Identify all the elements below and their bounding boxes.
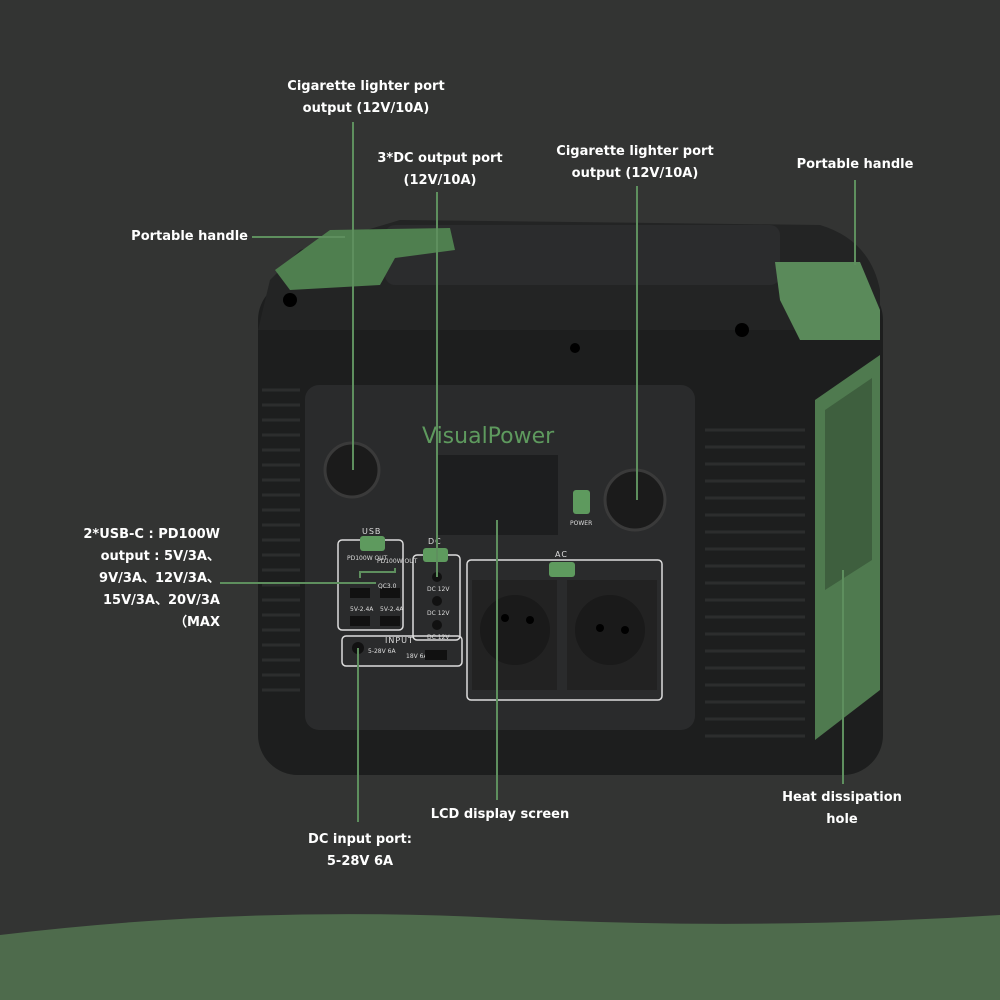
- svg-text:PD100W OUT: PD100W OUT: [377, 558, 418, 565]
- svg-text:5-28V 6A: 5-28V 6A: [368, 648, 396, 655]
- usb-button: [360, 536, 385, 551]
- leader-lines: [220, 122, 856, 822]
- callout-cigarette-port-left: Cigarette lighter port output (12V/10A): [266, 76, 466, 120]
- callout-dc-input: DC input port: 5-28V 6A: [280, 829, 440, 873]
- ac-socket-2: [575, 595, 645, 665]
- callout-lcd: LCD display screen: [400, 804, 600, 826]
- callout-line: Cigarette lighter port: [287, 79, 445, 94]
- callout-line: output (12V/10A): [571, 166, 699, 181]
- callout-line: Heat dissipation: [782, 790, 902, 805]
- svg-text:INPUT: INPUT: [385, 636, 414, 645]
- callout-line: 5-28V 6A: [326, 854, 394, 869]
- power-button: [573, 490, 590, 514]
- callout-usb-c: 2*USB-C : PD100W output : 5V/3A、 9V/3A、1…: [40, 524, 220, 634]
- callout-line: LCD display screen: [430, 807, 570, 822]
- callout-line: 15V/3A、20V/3A: [102, 593, 220, 608]
- svg-text:POWER: POWER: [570, 520, 592, 527]
- svg-text:5V-2.4A: 5V-2.4A: [380, 606, 404, 613]
- cigarette-port-right: [603, 468, 667, 532]
- callout-line: Cigarette lighter port: [556, 144, 714, 159]
- callout-line: output : 5V/3A、: [100, 549, 220, 564]
- device-top: [385, 225, 780, 285]
- callout-line: output (12V/10A): [302, 101, 430, 116]
- svg-text:18V 6A: 18V 6A: [406, 653, 428, 660]
- bottom-wave: [0, 914, 1000, 1000]
- brand-logo: VisualPower: [422, 424, 555, 449]
- right-handle: [775, 262, 880, 340]
- callout-handle-left: Portable handle: [88, 226, 248, 248]
- svg-text:PD100W OUT: PD100W OUT: [347, 555, 388, 562]
- left-handle: [275, 228, 455, 290]
- callout-line: DC input port:: [308, 832, 412, 847]
- callout-line: hole: [826, 812, 858, 827]
- ac-socket-1: [480, 595, 550, 665]
- callout-handle-right: Portable handle: [775, 154, 935, 176]
- callout-line: Portable handle: [131, 229, 248, 244]
- callout-line: 9V/3A、12V/3A、: [99, 571, 220, 586]
- svg-text:QC3.0: QC3.0: [378, 583, 397, 590]
- svg-text:DC: DC: [428, 537, 442, 546]
- svg-text:DC 12V: DC 12V: [427, 610, 450, 617]
- svg-text:DC 12V: DC 12V: [427, 634, 450, 641]
- callout-heat-dissipation: Heat dissipation hole: [762, 787, 922, 831]
- svg-text:USB: USB: [362, 527, 381, 536]
- callout-dc-output: 3*DC output port (12V/10A): [340, 148, 540, 192]
- svg-text:DC 12V: DC 12V: [427, 586, 450, 593]
- callout-line: 2*USB-C : PD100W: [83, 527, 220, 542]
- callout-cigarette-port-right: Cigarette lighter port output (12V/10A): [535, 141, 735, 185]
- callout-line: （MAX: [173, 615, 220, 630]
- callout-line: 3*DC output port: [377, 151, 503, 166]
- svg-text:AC: AC: [555, 550, 568, 559]
- callout-line: (12V/10A): [403, 173, 477, 188]
- svg-text:5V-2.4A: 5V-2.4A: [350, 606, 374, 613]
- dc-button: [423, 548, 448, 562]
- callout-line: Portable handle: [796, 157, 914, 172]
- ac-button: [549, 562, 575, 577]
- side-ribs: [262, 388, 805, 738]
